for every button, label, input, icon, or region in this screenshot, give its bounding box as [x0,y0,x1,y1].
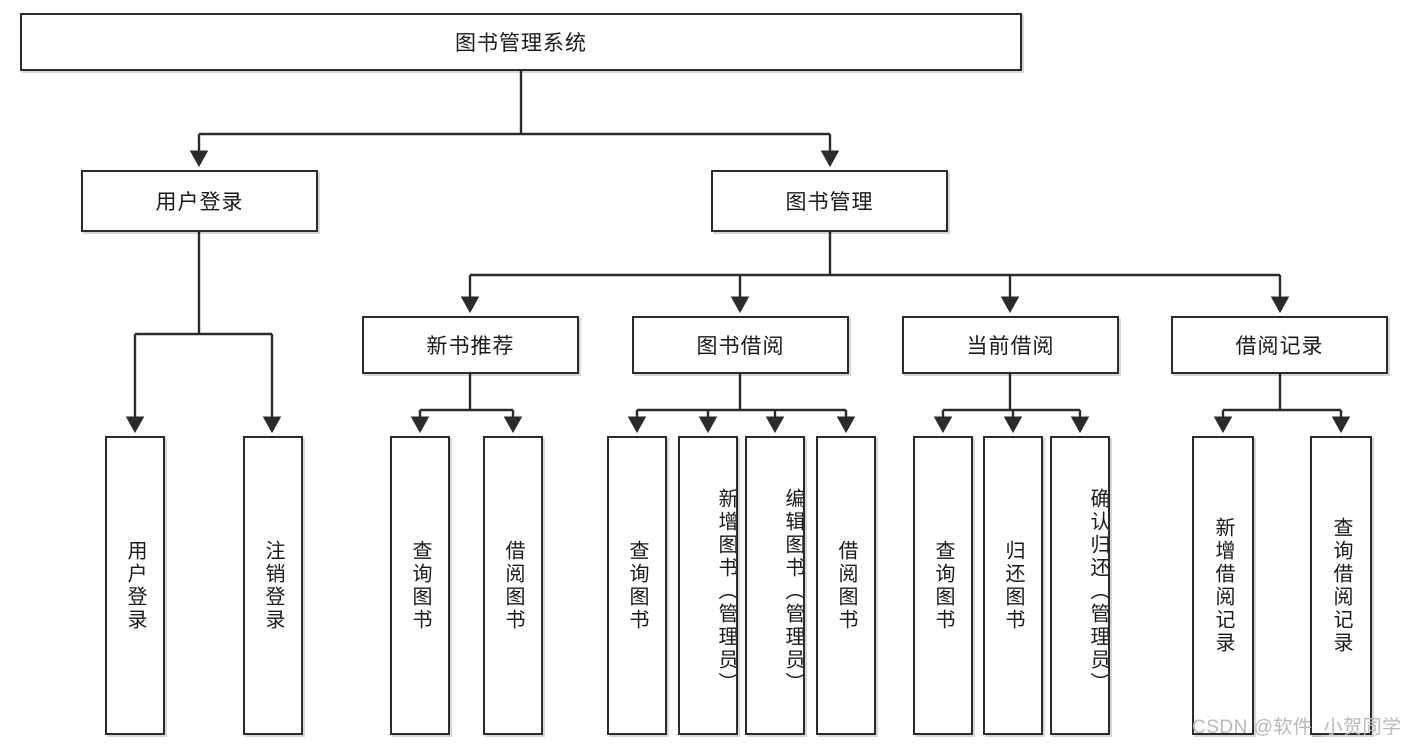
connectors-book-manage [460,232,1290,314]
node-leaf-user-logout[interactable]: 注销登录 [243,436,303,735]
node-leaf-add-record[interactable]: 新增借阅记录 [1192,436,1254,735]
node-leaf-borrow-book-1[interactable]: 借阅图书 [483,436,543,735]
connectors-user-login [125,232,282,434]
node-root[interactable]: 图书管理系统 [20,13,1022,71]
node-leaf-query-book-3[interactable]: 查询图书 [913,436,973,735]
node-book-manage[interactable]: 图书管理 [711,170,948,232]
connectors-current-borrow [933,374,1090,434]
node-leaf-query-record[interactable]: 查询借阅记录 [1310,436,1372,735]
node-new-book-rec[interactable]: 新书推荐 [362,316,579,374]
node-leaf-user-login[interactable]: 用户登录 [105,436,165,735]
node-leaf-query-book-2[interactable]: 查询图书 [607,436,667,735]
connectors-root [189,71,840,168]
node-leaf-add-book[interactable]: 新增图书（管理员） [678,436,738,735]
csdn-watermark: CSDN @软件_小贺同学 [1192,717,1402,738]
node-leaf-confirm-return[interactable]: 确认归还（管理员） [1050,436,1110,735]
node-user-login[interactable]: 用户登录 [81,170,318,232]
node-leaf-query-book-1[interactable]: 查询图书 [390,436,450,735]
node-book-borrow[interactable]: 图书借阅 [632,316,849,374]
node-leaf-borrow-book-2[interactable]: 借阅图书 [816,436,876,735]
connectors-new-book-rec [410,374,523,434]
node-borrow-record[interactable]: 借阅记录 [1171,316,1388,374]
node-current-borrow[interactable]: 当前借阅 [902,316,1119,374]
node-leaf-edit-book[interactable]: 编辑图书（管理员） [745,436,805,735]
node-leaf-return-book[interactable]: 归还图书 [983,436,1043,735]
connectors-borrow-record [1213,374,1351,434]
connectors-book-borrow [627,374,856,434]
